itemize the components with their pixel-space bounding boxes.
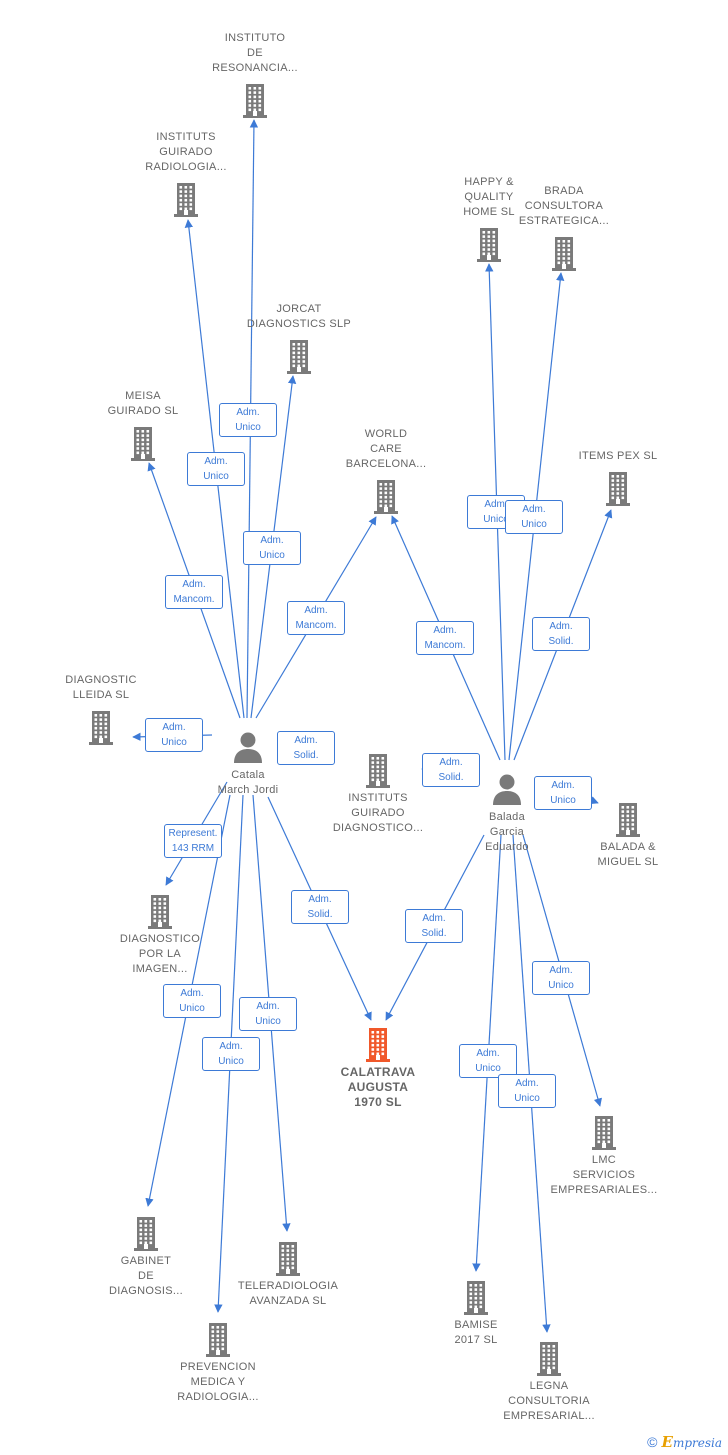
company-node-legna[interactable]: LEGNA CONSULTORIA EMPRESARIAL... <box>479 1340 619 1424</box>
company-node-world_care[interactable]: WORLD CARE BARCELONA... <box>316 427 456 514</box>
person-icon <box>232 729 264 765</box>
company-node-lmc[interactable]: LMC SERVICIOS EMPRESARIALES... <box>534 1114 674 1198</box>
building-icon <box>85 709 117 745</box>
company-node-instituts_guirado_diagnostico[interactable]: INSTITUTS GUIRADO DIAGNOSTICO... <box>308 752 448 836</box>
edge-label-catala-to-teleradiologia: Adm. Unico <box>239 997 297 1031</box>
edge-label-balada-to-bamise: Adm. Unico <box>459 1044 517 1078</box>
edge-label-balada-to-brada: Adm. Unico <box>505 500 563 534</box>
node-label: Catala March Jordi <box>217 769 279 796</box>
edge-label-catala-to-diagnostic_lleida: Adm. Unico <box>145 718 203 752</box>
company-node-diagnostic_lleida[interactable]: DIAGNOSTIC LLEIDA SL <box>31 673 171 745</box>
company-node-happy_quality[interactable]: HAPPY & QUALITY HOME SL <box>419 175 559 262</box>
building-icon <box>362 1026 394 1062</box>
company-node-meisa[interactable]: MEISA GUIRADO SL <box>73 389 213 461</box>
building-icon <box>239 82 271 118</box>
edge-label-catala-to-instituts_guirado_radiologia: Adm. Unico <box>187 452 245 486</box>
edge-label-balada-to-balada_miguel: Adm. Unico <box>534 776 592 810</box>
building-icon <box>370 478 402 514</box>
building-icon <box>602 470 634 506</box>
edge-label-balada-to-calatrava: Adm. Solid. <box>405 909 463 943</box>
edge-label-catala-to-world_care: Adm. Mancom. <box>287 601 345 635</box>
node-label: JORCAT DIAGNOSTICS SLP <box>246 303 352 330</box>
company-node-brada[interactable]: BRADA CONSULTORA ESTRATEGICA... <box>494 184 634 271</box>
company-node-items_pex[interactable]: ITEMS PEX SL <box>548 449 688 506</box>
edge-label-catala-to-gabinet: Adm. Unico <box>163 984 221 1018</box>
node-label: Balada Garcia Eduardo <box>485 811 529 853</box>
node-label: BAMISE 2017 SL <box>454 1319 498 1346</box>
company-node-instituto_resonancia[interactable]: INSTITUTO DE RESONANCIA... <box>185 31 325 118</box>
company-node-prevencion[interactable]: PREVENCION MEDICA Y RADIOLOGIA... <box>148 1321 288 1405</box>
edge-label-catala-to-meisa: Adm. Mancom. <box>165 575 223 609</box>
building-icon <box>283 338 315 374</box>
node-label: HAPPY & QUALITY HOME SL <box>463 176 515 218</box>
brand-logo: Empresia <box>661 1433 723 1451</box>
company-node-calatrava[interactable]: CALATRAVA AUGUSTA 1970 SL <box>308 1026 448 1110</box>
edge-label-balada-to-lmc: Adm. Unico <box>532 961 590 995</box>
node-label: ITEMS PEX SL <box>578 450 658 462</box>
edge-label-catala-to-instituto_resonancia: Adm. Unico <box>219 403 277 437</box>
node-label: WORLD CARE BARCELONA... <box>345 428 427 470</box>
footer-brand: © Empresia <box>647 1433 722 1451</box>
building-icon <box>202 1321 234 1357</box>
building-icon <box>170 181 202 217</box>
building-icon <box>130 1215 162 1251</box>
company-node-jorcat[interactable]: JORCAT DIAGNOSTICS SLP <box>229 302 369 374</box>
node-label: CALATRAVA AUGUSTA 1970 SL <box>340 1065 416 1109</box>
building-icon <box>473 226 505 262</box>
node-label: BALADA & MIGUEL SL <box>597 841 659 868</box>
company-node-diagnostico_imagen[interactable]: DIAGNOSTICO POR LA IMAGEN... <box>90 893 230 977</box>
building-icon <box>460 1279 492 1315</box>
edge-label-catala-to-calatrava: Adm. Solid. <box>291 890 349 924</box>
edge-label-catala-to-jorcat: Adm. Unico <box>243 531 301 565</box>
edge-label-catala-to-instituts_guirado_diagnostico: Adm. Solid. <box>277 731 335 765</box>
company-node-balada_miguel[interactable]: BALADA & MIGUEL SL <box>558 801 698 870</box>
company-node-bamise[interactable]: BAMISE 2017 SL <box>406 1279 546 1348</box>
company-node-gabinet[interactable]: GABINET DE DIAGNOSIS... <box>76 1215 216 1299</box>
node-label: GABINET DE DIAGNOSIS... <box>109 1255 183 1297</box>
edge-label-catala-to-prevencion: Adm. Unico <box>202 1037 260 1071</box>
node-label: DIAGNOSTICO POR LA IMAGEN... <box>119 933 201 975</box>
node-label: LMC SERVICIOS EMPRESARIALES... <box>550 1154 658 1196</box>
copyright-icon: © <box>647 1434 658 1450</box>
building-icon <box>144 893 176 929</box>
node-label: TELERADIOLOGIA AVANZADA SL <box>237 1280 339 1307</box>
building-icon <box>548 235 580 271</box>
node-label: DIAGNOSTIC LLEIDA SL <box>65 674 137 701</box>
building-icon <box>127 425 159 461</box>
building-icon <box>612 801 644 837</box>
edge-label-balada-to-instituts_guirado_diagnostico: Adm. Solid. <box>422 753 480 787</box>
building-icon <box>362 752 394 788</box>
node-label: LEGNA CONSULTORIA EMPRESARIAL... <box>503 1380 595 1422</box>
node-label: PREVENCION MEDICA Y RADIOLOGIA... <box>177 1361 259 1403</box>
node-label: INSTITUTS GUIRADO DIAGNOSTICO... <box>332 792 424 834</box>
node-label: MEISA GUIRADO SL <box>107 390 179 417</box>
edge-label-balada-to-legna: Adm. Unico <box>498 1074 556 1108</box>
edge-label-balada-to-world_care: Adm. Mancom. <box>416 621 474 655</box>
building-icon <box>588 1114 620 1150</box>
node-label: BRADA CONSULTORA ESTRATEGICA... <box>518 185 610 227</box>
building-icon <box>533 1340 565 1376</box>
person-node-catala[interactable]: Catala March Jordi <box>178 729 318 798</box>
node-label: INSTITUTO DE RESONANCIA... <box>212 32 298 74</box>
building-icon <box>272 1240 304 1276</box>
company-node-instituts_guirado_radiologia[interactable]: INSTITUTS GUIRADO RADIOLOGIA... <box>116 130 256 217</box>
company-node-teleradiologia[interactable]: TELERADIOLOGIA AVANZADA SL <box>218 1240 358 1309</box>
node-label: INSTITUTS GUIRADO RADIOLOGIA... <box>145 131 227 173</box>
edge-label-balada-to-items_pex: Adm. Solid. <box>532 617 590 651</box>
person-icon <box>491 771 523 807</box>
edge-label-catala-to-diagnostico_imagen: Represent. 143 RRM <box>164 824 222 858</box>
person-node-balada[interactable]: Balada Garcia Eduardo <box>437 771 577 855</box>
